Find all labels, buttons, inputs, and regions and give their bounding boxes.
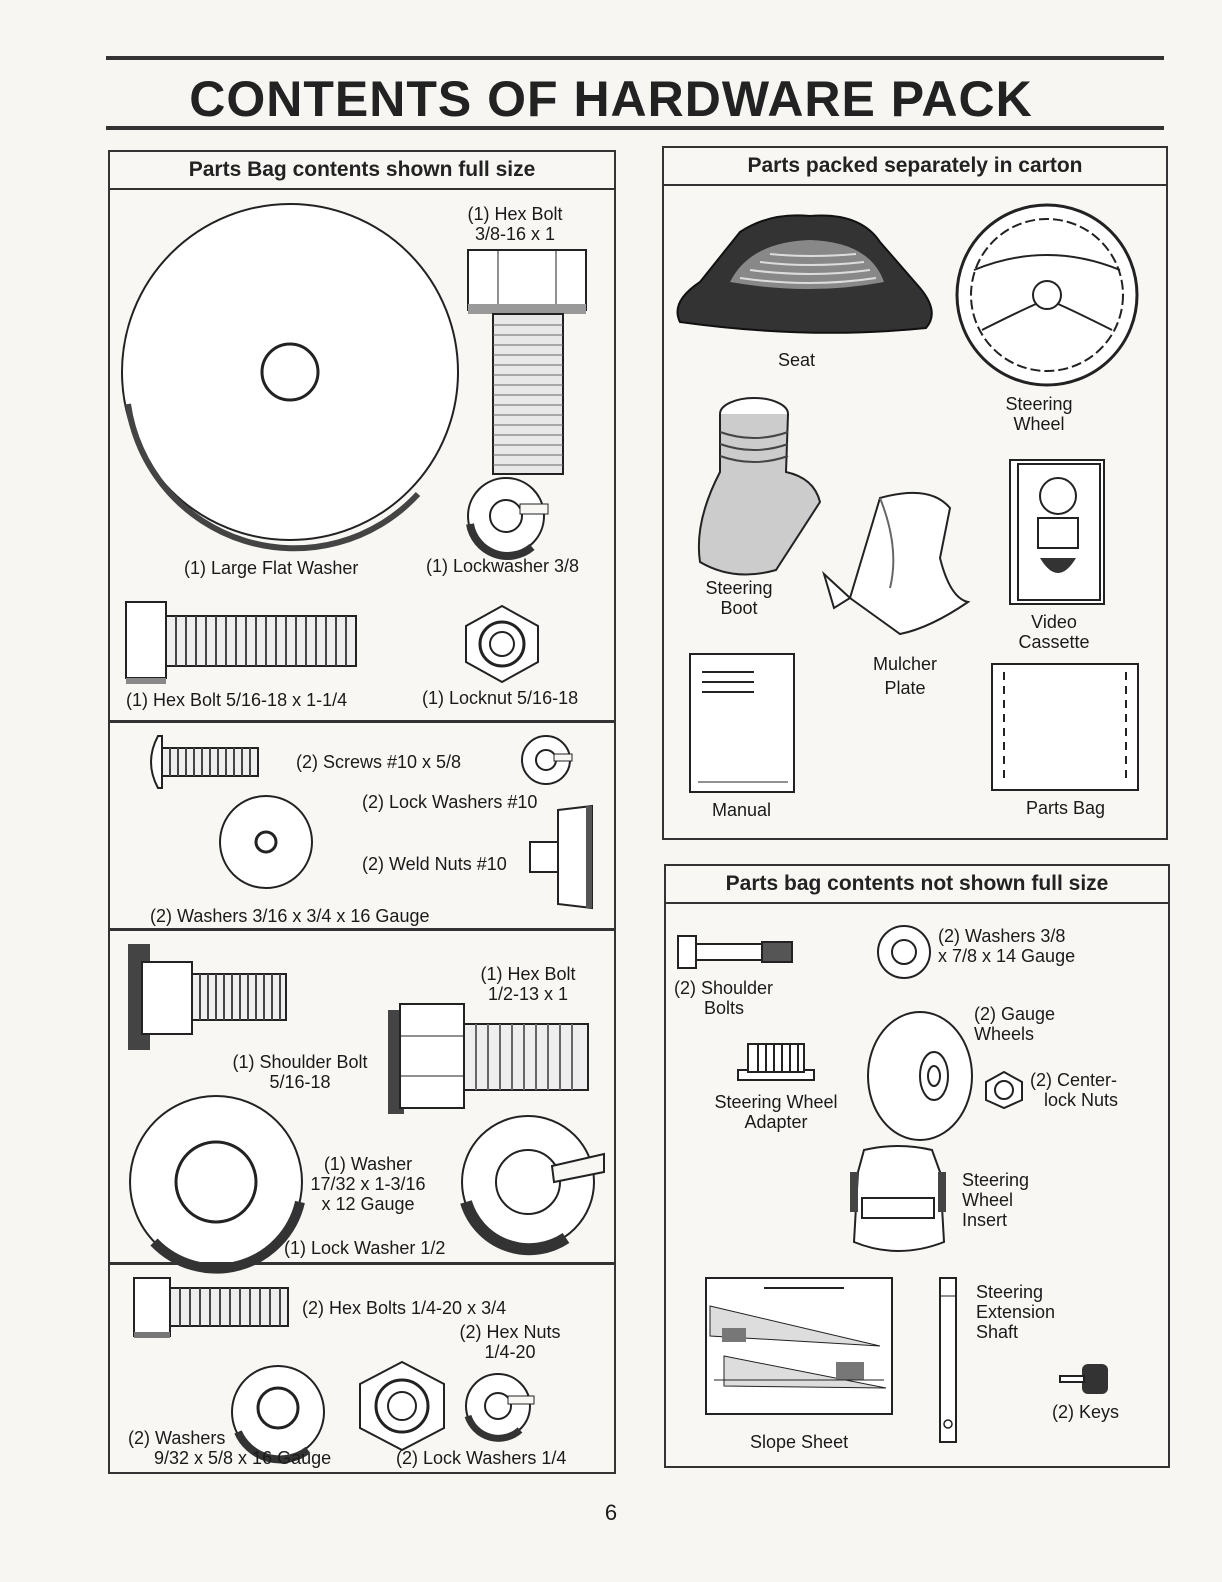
- gauge-wheel-icon: [867, 1011, 973, 1141]
- hex-bolt-1-2-label: (1) Hex Bolt 1/2-13 x 1: [480, 964, 576, 1004]
- lock-washers-1-4-label: (2) Lock Washers 1/4: [396, 1448, 567, 1468]
- hex-bolt-1-2-icon: [388, 1003, 589, 1114]
- steering-boot-icon: [697, 397, 822, 576]
- screws-label: (2) Screws #10 x 5/8: [296, 752, 462, 772]
- lockwasher-label: (1) Lockwasher 3/8: [426, 556, 580, 576]
- hex-bolt-b-label: (1) Hex Bolt 5/16-18 x 1-1/4: [126, 690, 348, 710]
- title-underline: [106, 126, 1164, 130]
- steering-wheel-adapter-label: Steering Wheel Adapter: [714, 1092, 838, 1132]
- washers-3-16-label: (2) Washers 3/16 x 3/4 x 16 Gauge: [150, 906, 430, 926]
- key-icon: [1059, 1364, 1108, 1394]
- washer-17-32-icon: [129, 1095, 305, 1274]
- lock-washers-10-label: (2) Lock Washers #10: [362, 792, 538, 812]
- video-cassette-label: Video Cassette: [1018, 612, 1090, 652]
- gauge-wheels-label: (2) Gauge Wheels: [974, 1004, 1056, 1044]
- steering-wheel-label: Steering Wheel: [1005, 394, 1073, 434]
- large-flat-washer-icon: [121, 203, 459, 552]
- large-flat-washer-label: (1) Large Flat Washer: [184, 558, 359, 578]
- slope-sheet-icon: [705, 1277, 893, 1415]
- hex-bolt-5-16-icon: [125, 601, 357, 684]
- shoulder-bolt-small-icon: [677, 935, 793, 969]
- center-lock-nut-icon: [985, 1070, 1023, 1110]
- weld-nuts-label: (2) Weld Nuts #10: [362, 854, 507, 874]
- steering-wheel-insert-label: Steering Wheel Insert: [962, 1170, 1030, 1230]
- keys-label: (2) Keys: [1052, 1402, 1120, 1422]
- lock-washer-1-4-icon: [464, 1373, 535, 1442]
- left-panel-full-size-parts: Parts Bag contents shown full size (1) H…: [108, 150, 616, 1474]
- right-top-panel-heading: Parts packed separately in carton: [664, 148, 1166, 186]
- mulcher-plate-icon: [822, 491, 971, 636]
- lock-washer-1-2-icon: [460, 1115, 605, 1256]
- locknut-label: (1) Locknut 5/16-18: [422, 688, 579, 708]
- washer-3-8-icon: [877, 925, 931, 979]
- right-bottom-panel-heading: Parts bag contents not shown full size: [666, 866, 1168, 904]
- right-top-panel-carton-parts: Parts packed separately in carton Seat S…: [662, 146, 1168, 840]
- steering-wheel-insert-icon: [850, 1145, 946, 1252]
- steering-wheel-adapter-icon: [737, 1043, 815, 1081]
- slope-sheet-label: Slope Sheet: [750, 1432, 849, 1452]
- section-divider-2: [110, 928, 614, 931]
- hex-bolt-1-4-icon: [133, 1277, 289, 1338]
- shoulder-bolts-label: (2) Shoulder Bolts: [674, 978, 774, 1018]
- seat-label: Seat: [778, 350, 816, 370]
- lockwasher-3-8-icon: [466, 477, 549, 560]
- screw-10-icon: [150, 735, 259, 789]
- lock-washer-1-2-label: (1) Lock Washer 1/2: [284, 1238, 446, 1258]
- washer-3-16-icon: [219, 795, 313, 889]
- shoulder-bolt-label: (1) Shoulder Bolt 5/16-18: [232, 1052, 368, 1092]
- seat-icon: [676, 214, 933, 334]
- steering-extension-shaft-label: Steering Extension Shaft: [976, 1282, 1056, 1342]
- page-number: 6: [604, 1500, 618, 1525]
- video-cassette-icon: [1009, 459, 1105, 605]
- hex-bolt-a-label: (1) Hex Bolt 3/8-16 x 1: [467, 204, 563, 244]
- hex-bolts-1-4-label: (2) Hex Bolts 1/4-20 x 3/4: [302, 1298, 507, 1318]
- weld-nut-10-icon: [529, 804, 593, 910]
- left-panel-heading: Parts Bag contents shown full size: [110, 152, 614, 190]
- parts-bag-label: Parts Bag: [1026, 798, 1106, 818]
- section-divider-3: [110, 1262, 614, 1265]
- steering-extension-shaft-icon: [939, 1277, 957, 1443]
- manual-icon: [689, 653, 795, 793]
- top-rule: [106, 56, 1164, 60]
- lock-washer-10-icon: [521, 735, 573, 785]
- mulcher-plate-label: Mulcher Plate: [872, 654, 938, 698]
- parts-bag-icon: [991, 663, 1139, 791]
- hex-bolt-3-8-icon: [467, 249, 587, 475]
- washers-9-32-label: (2) Washers 9/32 x 5/8 x 16 Gauge: [128, 1428, 332, 1468]
- manual-label: Manual: [712, 800, 772, 820]
- hex-nuts-1-4-label: (2) Hex Nuts 1/4-20: [459, 1322, 561, 1362]
- shoulder-bolt-icon: [128, 944, 287, 1050]
- locknut-icon: [465, 604, 539, 684]
- washer-17-32-label: (1) Washer 17/32 x 1-3/16 x 12 Gauge: [310, 1154, 426, 1214]
- steering-boot-label: Steering Boot: [705, 578, 773, 618]
- steering-wheel-icon: [955, 203, 1139, 387]
- hex-nut-1-4-icon: [359, 1360, 445, 1452]
- page-title: CONTENTS OF HARDWARE PACK: [189, 71, 1033, 127]
- washer-9-32-icon: [231, 1365, 325, 1464]
- right-bottom-panel-not-full-size: Parts bag contents not shown full size (…: [664, 864, 1170, 1468]
- center-lock-nuts-label: (2) Center- lock Nuts: [1030, 1070, 1119, 1110]
- section-divider-1: [110, 720, 614, 723]
- washers-3-8-label: (2) Washers 3/8 x 7/8 x 14 Gauge: [938, 926, 1076, 966]
